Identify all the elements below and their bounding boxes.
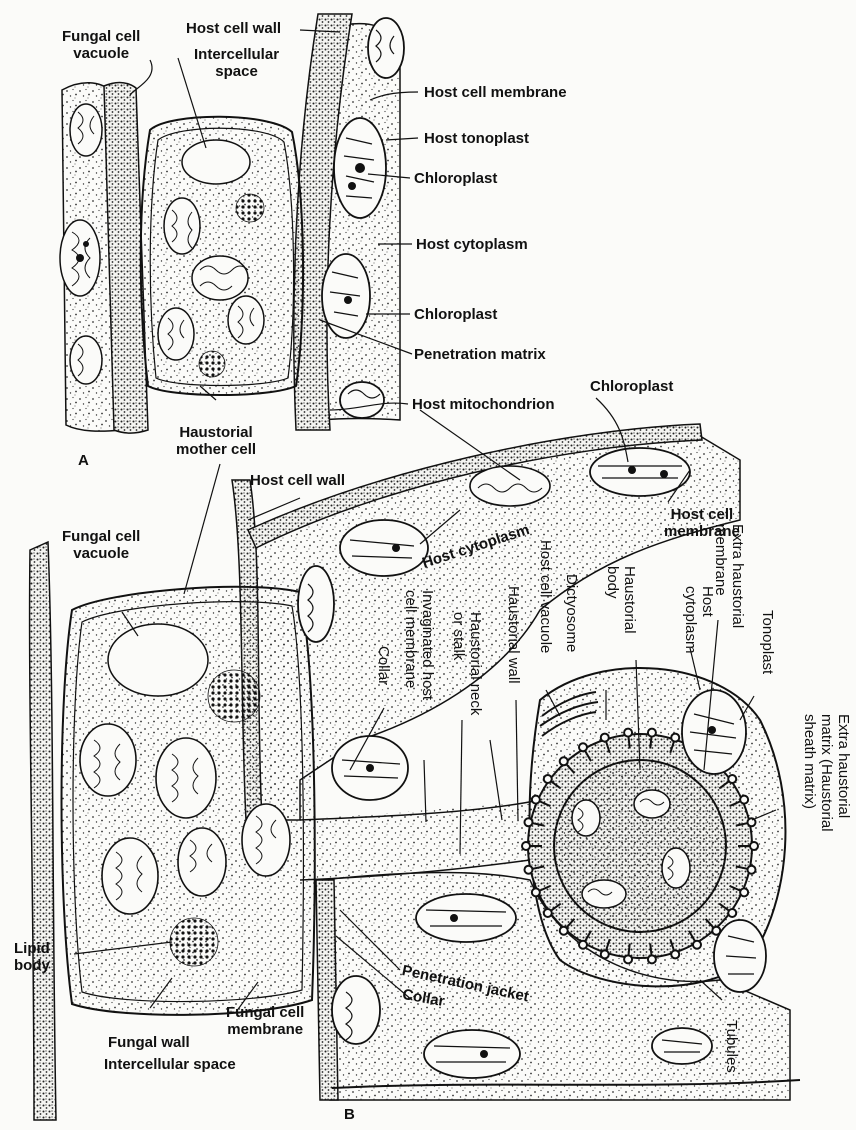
tubule-tip [648,729,656,737]
tubule-tip [579,743,587,751]
label-haustorial-wall: Haustorial wall [505,586,522,684]
tubule-tip [532,796,540,804]
label-host-mitochondrion-b: Host mitochondrion [412,396,555,413]
lipid-body-a-1 [236,194,264,222]
lipid-body-a-2 [199,351,225,377]
label-fungal-cell-vacuole-b: Fungal cell vacuole [62,528,140,562]
label-extra-haustorial-matrix: Extra haustorial matrix (Haustorial shea… [801,714,852,832]
panel-b-letter: B [344,1106,355,1123]
label-dictyosome: Dictyosome [563,574,580,652]
tubule-tip [740,888,748,896]
label-tubules: Tubules [723,1020,740,1073]
tubule-tip [648,955,656,963]
label-chloroplast-b-top: Chloroplast [590,378,673,395]
label-tonoplast: Tonoplast [759,610,776,674]
tubule-tip [750,842,758,850]
lower-host-wall-b [316,880,338,1100]
label-intercellular-space-b: Intercellular space [104,1056,236,1073]
label-penetration-matrix-a: Penetration matrix [414,346,546,363]
panel-a-letter: A [78,452,89,469]
label-host-cytoplasm-vertical: Host cytoplasm [682,586,716,654]
label-host-cell-wall-b: Host cell wall [250,472,345,489]
haustorial-neck [296,800,560,880]
label-fungal-wall: Fungal wall [108,1034,190,1051]
label-intercellular-space-a: Intercellular space [194,46,279,80]
label-haustorial-body: Haustorial body [604,566,638,634]
host-mitochondrion-b [470,466,550,506]
tubule-tip [748,866,756,874]
tubule-tip [544,909,552,917]
fungal-vacuole-b [108,624,208,696]
label-collar-top: Collar [375,646,392,685]
fungal-vacuole-a [182,140,250,184]
label-host-cytoplasm-a: Host cytoplasm [416,236,528,253]
haustorial-body [554,760,726,932]
label-host-cell-vacuole: Host cell vacuole [537,540,554,653]
label-chloroplast-a2: Chloroplast [414,306,497,323]
tubule-tip [560,757,568,765]
tubule-tip [624,955,632,963]
tubule-tip [740,796,748,804]
tubule-tip [524,866,532,874]
tubule-tip [693,941,701,949]
chloroplast-b-top [590,448,690,496]
label-haustorial-mother-cell: Haustorial mother cell [176,424,256,458]
tubule-tip [544,775,552,783]
label-fungal-cell-vacuole-a: Fungal cell vacuole [62,28,140,62]
label-host-tonoplast-a: Host tonoplast [424,130,529,147]
tubule-tip [624,729,632,737]
left-wall-strip-b [30,542,56,1120]
tubule-tip [671,950,679,958]
tubule-tip [560,927,568,935]
tubule-tip [522,842,530,850]
label-extra-haustorial-membrane: Extra haustorial membrane [712,524,746,628]
label-chloroplast-a1: Chloroplast [414,170,497,187]
label-invaginated-host-membrane: Invaginated host cell membrane [402,590,436,700]
label-host-cell-wall-a: Host cell wall [186,20,281,37]
tubule-tip [601,950,609,958]
tubule-tip [728,909,736,917]
tubule-tip [601,734,609,742]
label-host-cell-membrane-a: Host cell membrane [424,84,567,101]
chloroplast-a-2 [322,254,370,338]
label-lipid-body: Lipid body [14,940,50,974]
label-haustorial-neck: Haustorial neck or stalk [450,612,484,715]
tubule-tip [728,775,736,783]
tubule-tip [671,734,679,742]
tubule-tip [524,818,532,826]
tubule-tip [579,941,587,949]
lipid-body-b [170,918,218,966]
label-fungal-cell-membrane: Fungal cell membrane [226,1004,304,1038]
tubule-tip [532,888,540,896]
